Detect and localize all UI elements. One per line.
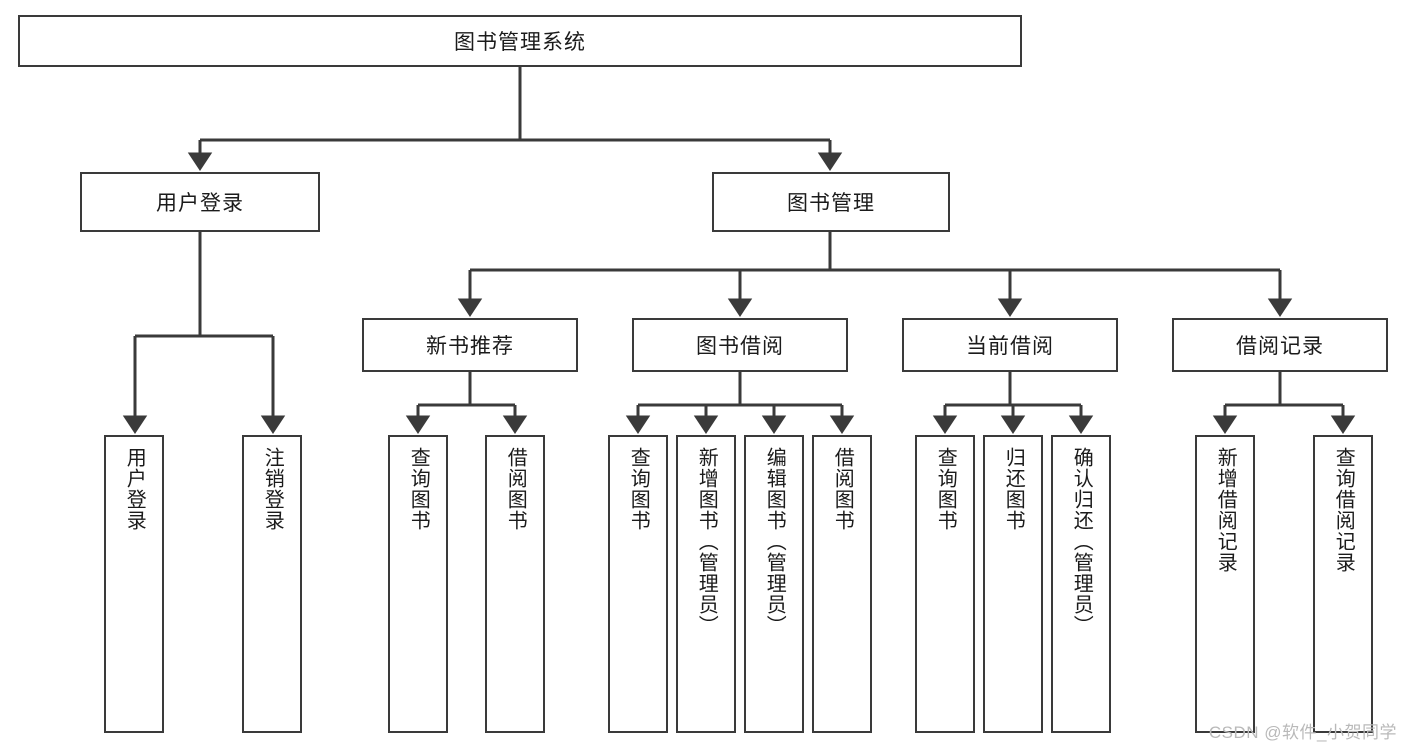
node-leaf-add-book-admin-label: 新增图书（管理员） bbox=[695, 447, 718, 636]
node-borrow-record-label: 借阅记录 bbox=[1236, 335, 1324, 358]
node-leaf-return-book[interactable]: 归还图书 bbox=[983, 435, 1043, 733]
node-leaf-add-book-admin[interactable]: 新增图书（管理员） bbox=[676, 435, 736, 733]
node-current-borrow[interactable]: 当前借阅 bbox=[902, 318, 1118, 372]
node-leaf-query-book-bor[interactable]: 查询图书 bbox=[608, 435, 668, 733]
node-leaf-borrow-book-rec[interactable]: 借阅图书 bbox=[485, 435, 545, 733]
node-leaf-logout-login-label: 注销登录 bbox=[261, 447, 284, 531]
node-current-borrow-label: 当前借阅 bbox=[966, 335, 1054, 358]
node-user-login[interactable]: 用户登录 bbox=[80, 172, 320, 232]
node-leaf-confirm-return-admin-label: 确认归还（管理员） bbox=[1070, 447, 1093, 636]
node-leaf-query-book-cur[interactable]: 查询图书 bbox=[915, 435, 975, 733]
node-leaf-confirm-return-admin[interactable]: 确认归还（管理员） bbox=[1051, 435, 1111, 733]
node-leaf-user-login-label: 用户登录 bbox=[123, 447, 146, 531]
node-leaf-query-borrow-record-label: 查询借阅记录 bbox=[1332, 447, 1355, 573]
node-leaf-borrow-book-bor-label: 借阅图书 bbox=[831, 447, 854, 531]
node-book-management[interactable]: 图书管理 bbox=[712, 172, 950, 232]
node-leaf-logout-login[interactable]: 注销登录 bbox=[242, 435, 302, 733]
node-leaf-query-book-rec[interactable]: 查询图书 bbox=[388, 435, 448, 733]
node-root[interactable]: 图书管理系统 bbox=[18, 15, 1022, 67]
node-leaf-query-borrow-record[interactable]: 查询借阅记录 bbox=[1313, 435, 1373, 733]
node-book-borrow-label: 图书借阅 bbox=[696, 335, 784, 358]
node-new-book-recommend[interactable]: 新书推荐 bbox=[362, 318, 578, 372]
node-leaf-return-book-label: 归还图书 bbox=[1002, 447, 1025, 531]
node-book-management-label: 图书管理 bbox=[787, 192, 875, 215]
node-leaf-borrow-book-rec-label: 借阅图书 bbox=[504, 447, 527, 531]
node-leaf-add-borrow-record[interactable]: 新增借阅记录 bbox=[1195, 435, 1255, 733]
node-leaf-query-book-rec-label: 查询图书 bbox=[407, 447, 430, 531]
node-new-book-recommend-label: 新书推荐 bbox=[426, 335, 514, 358]
node-leaf-edit-book-admin[interactable]: 编辑图书（管理员） bbox=[744, 435, 804, 733]
csdn-watermark: CSDN @软件_小贺同学 bbox=[1208, 723, 1397, 742]
node-root-label: 图书管理系统 bbox=[454, 31, 586, 54]
node-leaf-query-book-bor-label: 查询图书 bbox=[627, 447, 650, 531]
node-user-login-label: 用户登录 bbox=[156, 192, 244, 215]
node-borrow-record[interactable]: 借阅记录 bbox=[1172, 318, 1388, 372]
node-leaf-edit-book-admin-label: 编辑图书（管理员） bbox=[763, 447, 786, 636]
node-leaf-query-book-cur-label: 查询图书 bbox=[934, 447, 957, 531]
node-book-borrow[interactable]: 图书借阅 bbox=[632, 318, 848, 372]
node-leaf-add-borrow-record-label: 新增借阅记录 bbox=[1214, 447, 1237, 573]
node-leaf-borrow-book-bor[interactable]: 借阅图书 bbox=[812, 435, 872, 733]
node-leaf-user-login[interactable]: 用户登录 bbox=[104, 435, 164, 733]
